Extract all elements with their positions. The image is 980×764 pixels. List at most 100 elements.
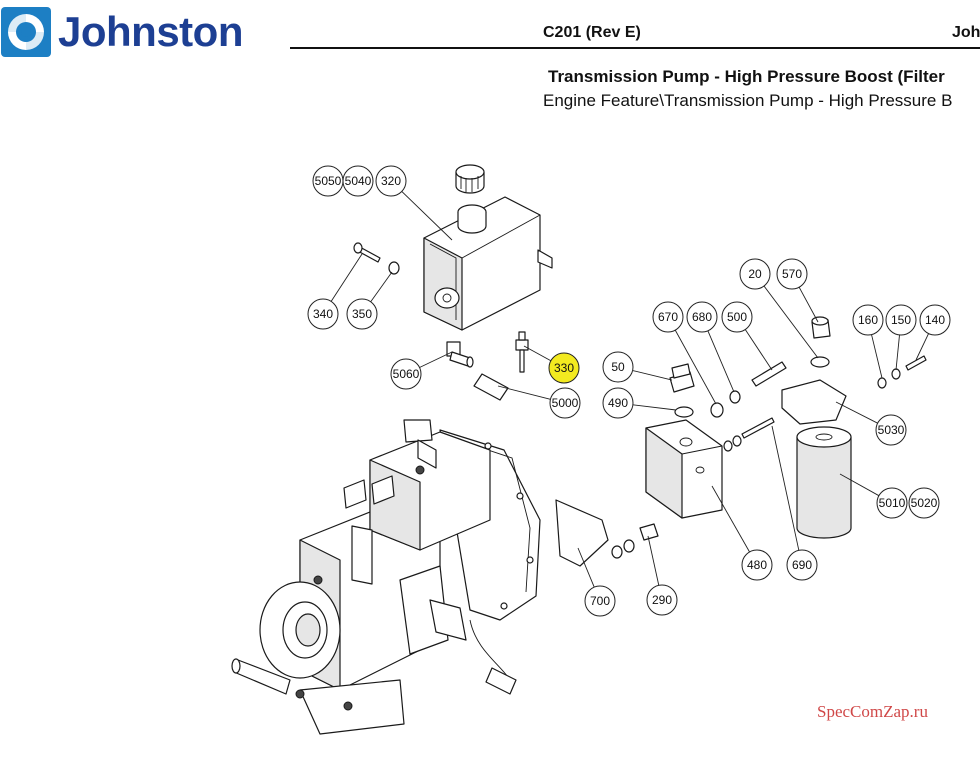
callout-circle[interactable] bbox=[739, 258, 771, 290]
valve-block-480 bbox=[645, 419, 723, 519]
callout-label: 350 bbox=[352, 307, 372, 321]
reservoir-tank bbox=[423, 196, 553, 331]
leader-line-700 bbox=[577, 547, 595, 588]
callout-290[interactable]: 290 bbox=[646, 584, 678, 616]
leader-line-160 bbox=[871, 334, 883, 379]
callout-label: 5020 bbox=[911, 496, 938, 510]
callout-label: 480 bbox=[747, 558, 767, 572]
callout-label: 160 bbox=[858, 313, 878, 327]
leader-line-140 bbox=[915, 333, 929, 361]
callout-circle[interactable] bbox=[876, 487, 908, 519]
callout-330[interactable]: 330 bbox=[548, 352, 580, 384]
callout-50[interactable]: 50 bbox=[602, 351, 634, 383]
bolt-690 bbox=[741, 417, 775, 439]
callout-circle[interactable] bbox=[652, 301, 684, 333]
callout-circle[interactable] bbox=[908, 487, 940, 519]
callout-340[interactable]: 340 bbox=[307, 298, 339, 330]
callout-label: 490 bbox=[608, 396, 628, 410]
washer-690b bbox=[732, 435, 742, 447]
callout-5010[interactable]: 5010 bbox=[876, 487, 908, 519]
callout-circle[interactable] bbox=[346, 298, 378, 330]
callout-490[interactable]: 490 bbox=[602, 387, 634, 419]
leader-line-5010 bbox=[839, 473, 880, 497]
callout-circle[interactable] bbox=[852, 304, 884, 336]
filter-head-5030 bbox=[781, 379, 847, 425]
leader-line-50 bbox=[632, 370, 673, 381]
leader-line-290 bbox=[647, 535, 660, 586]
callout-480[interactable]: 480 bbox=[741, 549, 773, 581]
leader-line-690 bbox=[771, 425, 800, 551]
elbow-fitting-5060 bbox=[446, 341, 474, 368]
johnston-logo: Johnston bbox=[0, 6, 243, 58]
callout-690[interactable]: 690 bbox=[786, 549, 818, 581]
document-right-label: Joh bbox=[952, 24, 980, 41]
callout-circle[interactable] bbox=[307, 298, 339, 330]
callout-5000[interactable]: 5000 bbox=[549, 387, 581, 419]
callout-label: 5040 bbox=[345, 174, 372, 188]
leader-lines bbox=[330, 191, 929, 588]
callout-circle[interactable] bbox=[548, 352, 580, 384]
callout-label: 670 bbox=[658, 310, 678, 324]
callout-circle[interactable] bbox=[602, 387, 634, 419]
o-ring-490 bbox=[674, 406, 694, 418]
callout-label: 690 bbox=[792, 558, 812, 572]
callout-5060[interactable]: 5060 bbox=[390, 358, 422, 390]
callout-570[interactable]: 570 bbox=[776, 258, 808, 290]
callout-label: 50 bbox=[611, 360, 625, 374]
transmission-pump-assembly bbox=[231, 419, 541, 735]
callout-circle[interactable] bbox=[885, 304, 917, 336]
washer-290a bbox=[611, 545, 623, 559]
callout-5020[interactable]: 5020 bbox=[908, 487, 940, 519]
callout-label: 5060 bbox=[393, 367, 420, 381]
callout-circle[interactable] bbox=[549, 387, 581, 419]
callout-320[interactable]: 320 bbox=[375, 165, 407, 197]
callout-circle[interactable] bbox=[721, 301, 753, 333]
hose-5000 bbox=[473, 373, 509, 401]
callout-500[interactable]: 500 bbox=[721, 301, 753, 333]
leader-line-350 bbox=[370, 271, 393, 303]
washer-670 bbox=[710, 402, 724, 418]
screw-290 bbox=[639, 523, 659, 541]
callout-160[interactable]: 160 bbox=[852, 304, 884, 336]
leader-line-330 bbox=[523, 345, 552, 362]
callout-circle[interactable] bbox=[686, 301, 718, 333]
callout-circle[interactable] bbox=[342, 165, 374, 197]
leader-line-490 bbox=[632, 404, 677, 411]
leader-line-5060 bbox=[419, 351, 453, 368]
callout-5050[interactable]: 5050 bbox=[312, 165, 344, 197]
callout-5040[interactable]: 5040 bbox=[342, 165, 374, 197]
callout-circle[interactable] bbox=[390, 358, 422, 390]
callout-circle[interactable] bbox=[584, 585, 616, 617]
callout-label: 5050 bbox=[315, 174, 342, 188]
callout-label: 680 bbox=[692, 310, 712, 324]
fitting-570 bbox=[811, 316, 831, 339]
callout-circle[interactable] bbox=[786, 549, 818, 581]
callout-20[interactable]: 20 bbox=[739, 258, 771, 290]
callout-150[interactable]: 150 bbox=[885, 304, 917, 336]
callout-circle[interactable] bbox=[646, 584, 678, 616]
callout-140[interactable]: 140 bbox=[919, 304, 951, 336]
leader-line-20 bbox=[763, 285, 819, 359]
callout-circle[interactable] bbox=[776, 258, 808, 290]
callout-350[interactable]: 350 bbox=[346, 298, 378, 330]
callout-circle[interactable] bbox=[919, 304, 951, 336]
callout-670[interactable]: 670 bbox=[652, 301, 684, 333]
washer-150 bbox=[891, 368, 901, 380]
callout-circle[interactable] bbox=[602, 351, 634, 383]
callout-label: 320 bbox=[381, 174, 401, 188]
logo-swirl-icon bbox=[1, 7, 51, 57]
callout-680[interactable]: 680 bbox=[686, 301, 718, 333]
callout-700[interactable]: 700 bbox=[584, 585, 616, 617]
callout-label: 570 bbox=[782, 267, 802, 281]
leader-line-670 bbox=[674, 329, 717, 405]
washer-160 bbox=[877, 377, 887, 389]
callout-circle[interactable] bbox=[741, 549, 773, 581]
leader-line-340 bbox=[330, 253, 363, 302]
part-drawings bbox=[231, 164, 927, 735]
reservoir-cap bbox=[455, 164, 485, 194]
callout-circle[interactable] bbox=[875, 414, 907, 446]
callout-5030[interactable]: 5030 bbox=[875, 414, 907, 446]
callout-circle[interactable] bbox=[375, 165, 407, 197]
callout-label: 290 bbox=[652, 593, 672, 607]
